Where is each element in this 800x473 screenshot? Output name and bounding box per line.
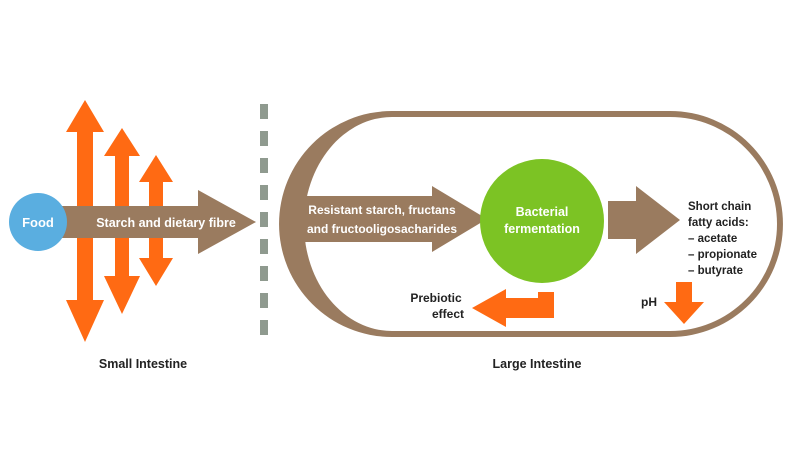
scfa-list: Short chain fatty acids: – acetate – pro… <box>688 201 757 277</box>
prebiotic-label-line1: Prebiotic <box>410 291 462 305</box>
prebiotic-label-line2: effect <box>432 307 464 321</box>
large-intestine-wall <box>279 111 783 337</box>
scfa-arrow <box>608 186 680 254</box>
starch-fibre-arrow <box>60 190 256 254</box>
ph-down-arrow <box>664 282 704 324</box>
fermentation-label-line1: Bacterial <box>516 205 569 219</box>
scfa-line-1: fatty acids: <box>688 217 749 229</box>
scfa-line-4: – butyrate <box>688 265 743 277</box>
scfa-line-3: – propionate <box>688 249 757 261</box>
small-intestine-label: Small Intestine <box>99 357 187 371</box>
resistant-starch-label-line1: Resistant starch, fructans <box>308 203 456 217</box>
resistant-starch-label-line2: and fructooligosacharides <box>307 222 457 236</box>
prebiotic-arrow <box>472 289 554 327</box>
scfa-line-0: Short chain <box>688 201 751 213</box>
fermentation-label-line2: fermentation <box>504 222 580 236</box>
ph-label: pH <box>641 295 657 309</box>
food-label: Food <box>22 215 54 230</box>
food-circle <box>9 193 67 251</box>
fermentation-circle <box>480 159 604 283</box>
large-intestine-label: Large Intestine <box>493 357 582 371</box>
resistant-starch-arrow <box>298 186 487 252</box>
starch-fibre-label: Starch and dietary fibre <box>96 216 236 230</box>
scfa-line-2: – acetate <box>688 233 737 245</box>
